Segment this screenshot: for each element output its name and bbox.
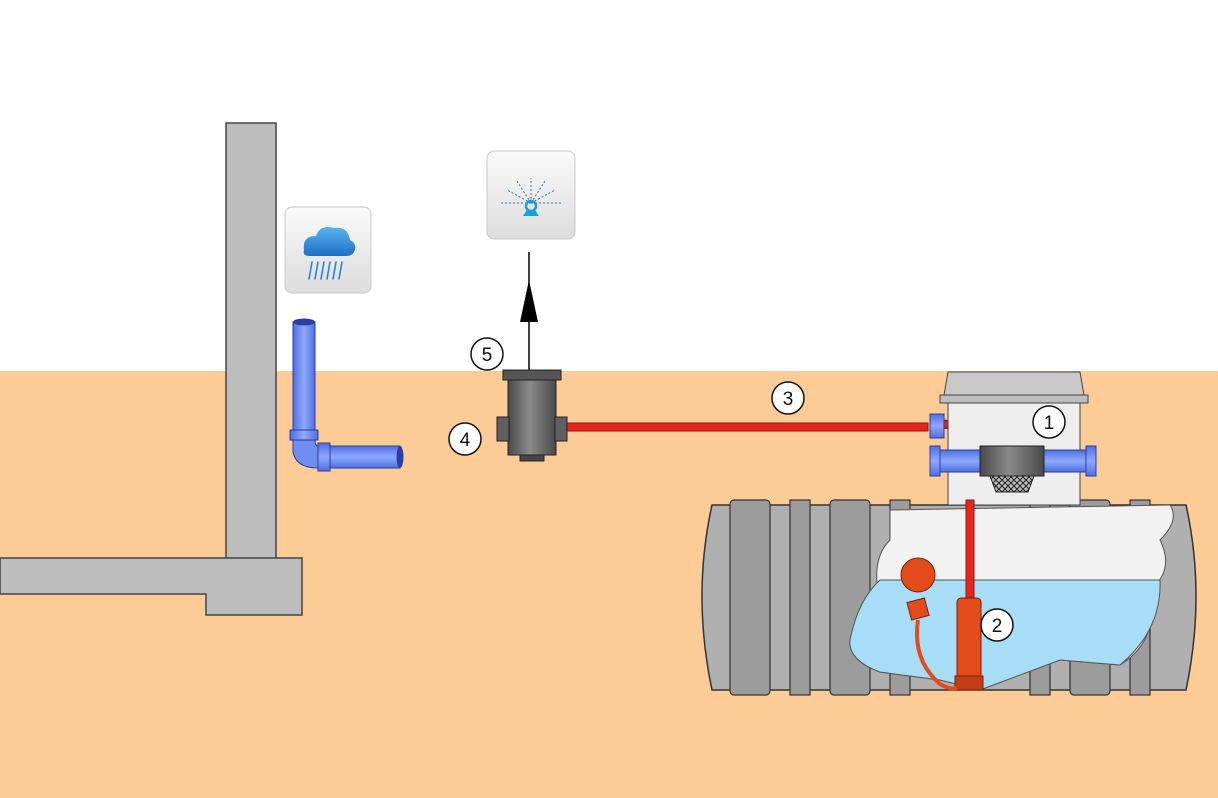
callout-2: 2 — [980, 608, 1014, 642]
submersible-pump — [900, 499, 984, 691]
sky — [0, 0, 1218, 371]
building-foundation — [0, 122, 303, 616]
rainwater-downpipe — [289, 318, 404, 472]
callout-4: 4 — [448, 422, 482, 456]
callout-3: 3 — [771, 381, 805, 415]
callout-5: 5 — [470, 337, 504, 371]
rain-cloud-icon — [284, 206, 372, 294]
sprinkler-icon — [486, 150, 576, 240]
callout-2-label: 2 — [992, 616, 1003, 637]
callout-4-label: 4 — [460, 430, 471, 451]
tank-inlet-filter — [929, 413, 1097, 493]
callout-5-label: 5 — [482, 345, 493, 366]
callout-3-label: 3 — [783, 389, 794, 410]
fine-filter — [496, 369, 568, 462]
outlet-arrow — [520, 252, 538, 372]
callout-1: 1 — [1032, 405, 1066, 439]
callout-1-label: 1 — [1044, 413, 1055, 434]
